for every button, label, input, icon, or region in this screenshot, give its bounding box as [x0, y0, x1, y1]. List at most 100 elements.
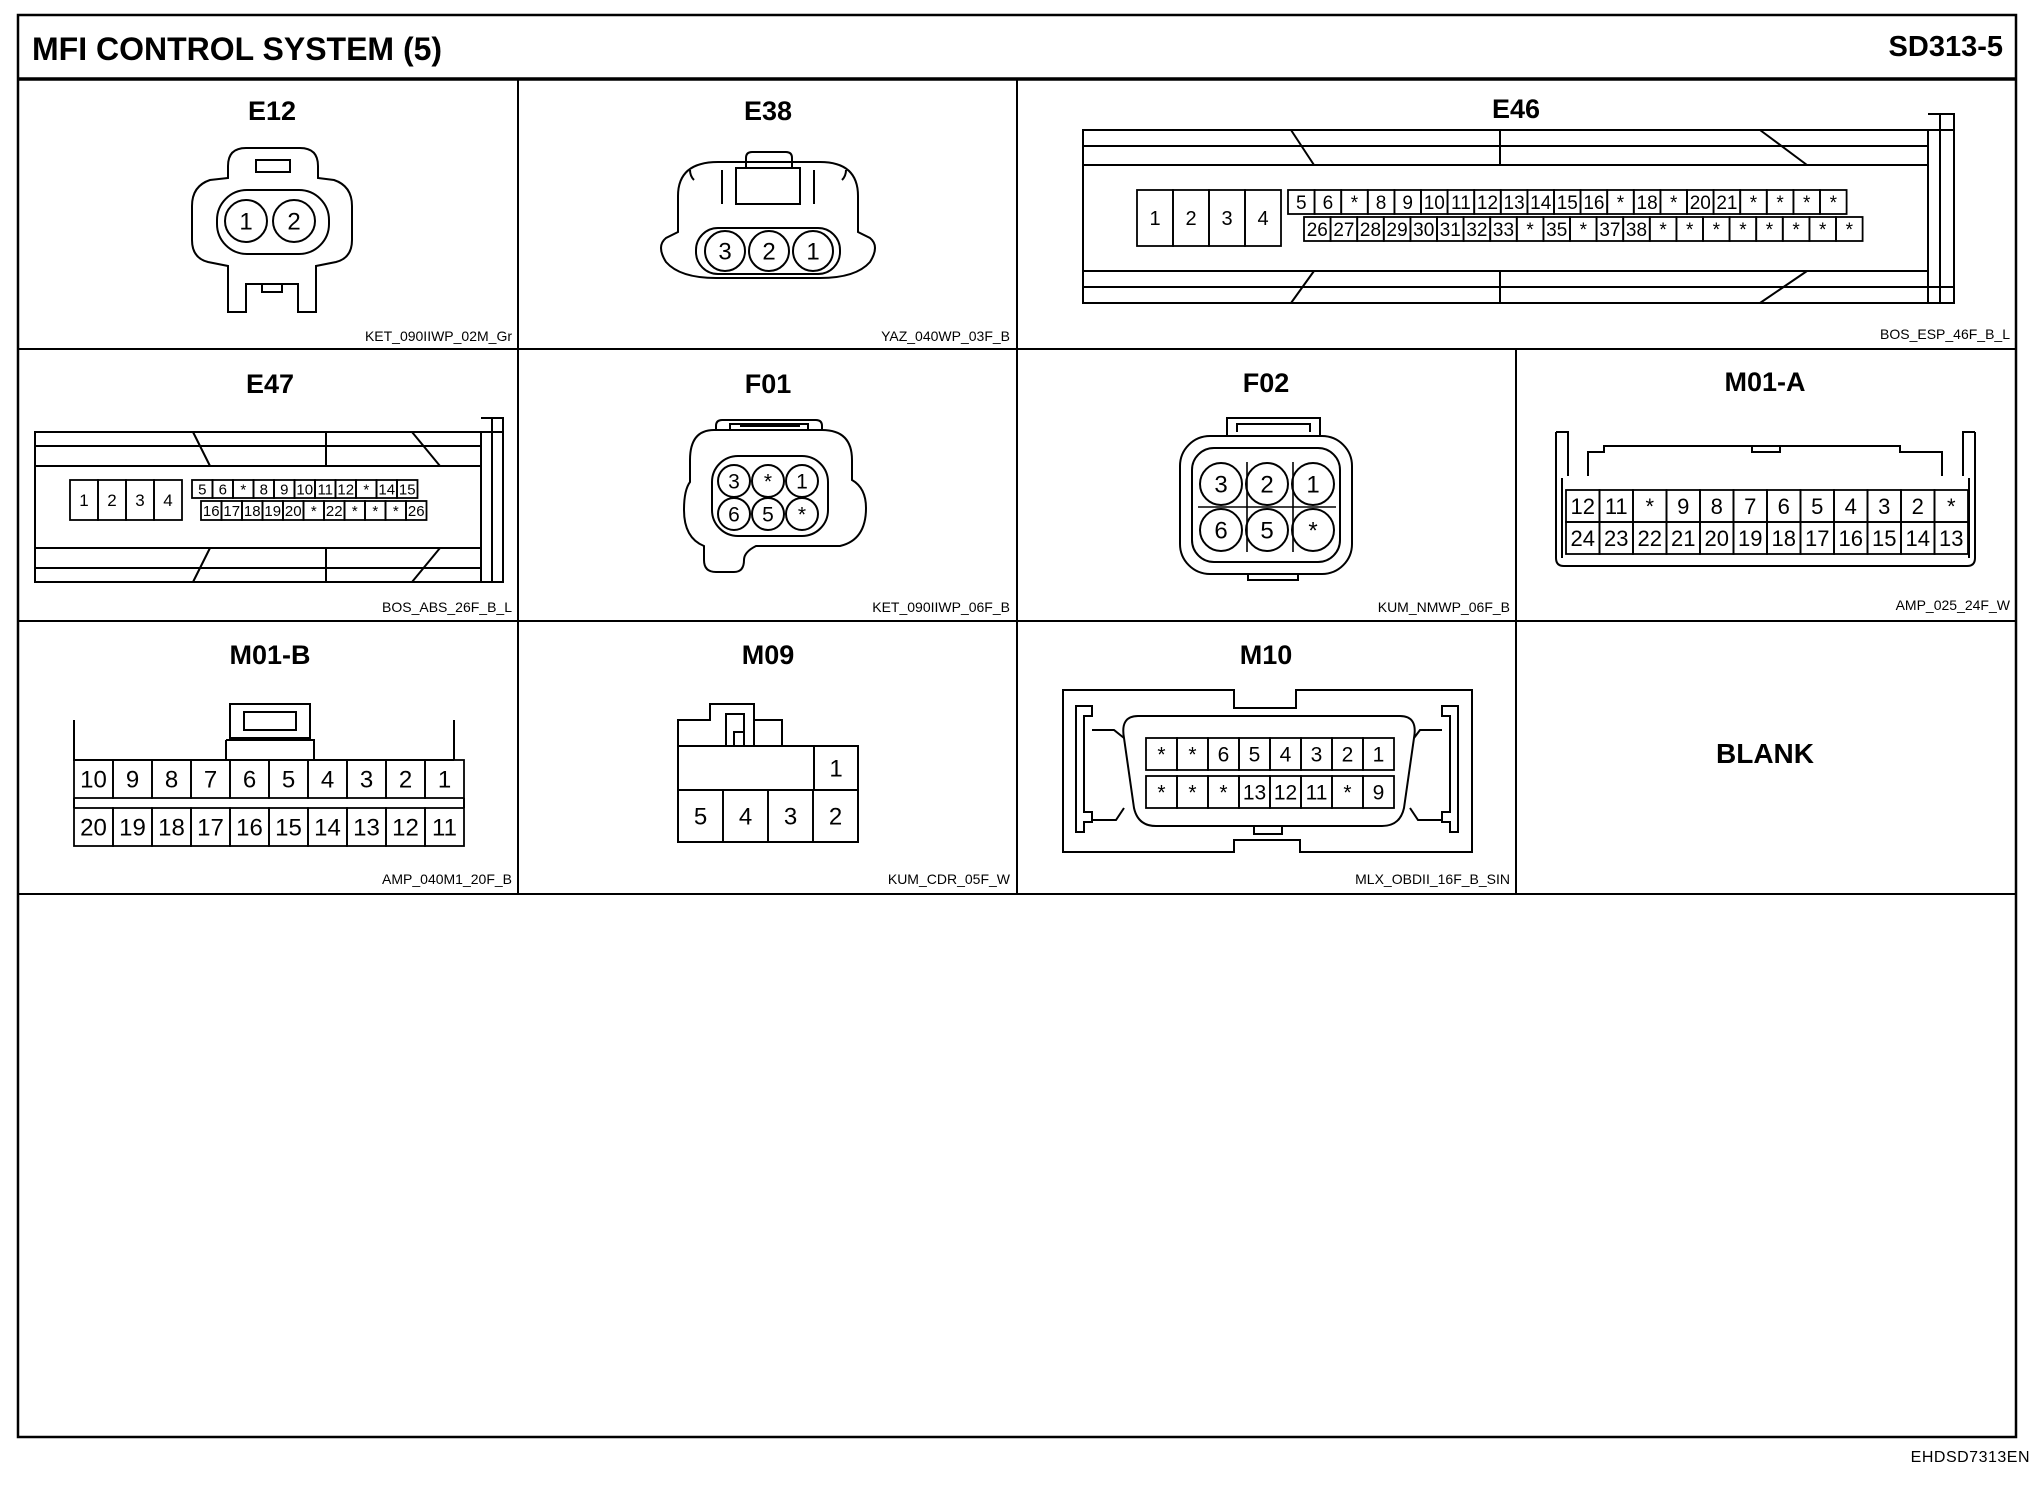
m01b-title: M01-B — [229, 640, 310, 670]
e46-pin-label: 37 — [1599, 220, 1620, 241]
e46-pin-label: 3 — [1221, 208, 1232, 230]
e47-pin-label: 10 — [296, 481, 313, 498]
f01-pin-label: * — [798, 504, 806, 527]
e47-pin-label: 1 — [79, 491, 88, 510]
e46-pin-label: 18 — [1637, 193, 1658, 214]
m01a-pin-cell — [1933, 521, 1969, 555]
m10-pin-label: 9 — [1373, 782, 1385, 805]
e46-pin-label: 31 — [1440, 220, 1461, 241]
m01b-pin-label: 10 — [80, 767, 107, 794]
f02-pin-cell — [1245, 508, 1289, 552]
e47-pin-label: 2 — [107, 491, 116, 510]
m01a-pin-label: 20 — [1705, 526, 1729, 551]
f01-pin-label: 3 — [728, 471, 740, 494]
e47-pin-label: 5 — [198, 481, 206, 498]
e46-part-number: BOS_ESP_46F_B_L — [1880, 326, 2010, 342]
sheet-frame — [16, 13, 2018, 1439]
e47-pin-label: 18 — [244, 503, 261, 520]
m10-pin-label: 11 — [1306, 782, 1328, 805]
e46-title: E46 — [1492, 94, 1540, 124]
f02-pin-label: 6 — [1214, 518, 1227, 545]
e46-pin-label: * — [1580, 220, 1588, 241]
m01b-pin-label: 7 — [204, 767, 217, 794]
e47-title: E47 — [246, 369, 294, 399]
e47-pin-label: * — [352, 503, 358, 520]
e46-pin-label: 14 — [1530, 193, 1552, 214]
e12-pin-label: 2 — [287, 209, 300, 236]
m10-pin-label: 4 — [1280, 744, 1292, 767]
e46-pin-label: * — [1803, 193, 1811, 214]
e47-pin-label: 26 — [408, 503, 425, 520]
m10-pin-label: 12 — [1274, 782, 1297, 805]
f01-title: F01 — [745, 369, 792, 399]
f01-pin-label: 5 — [762, 504, 774, 527]
e46-pin-label: 29 — [1387, 220, 1408, 241]
f02-pin-cell — [1291, 508, 1335, 552]
m10-pin-cell — [1362, 775, 1395, 809]
m01a-part-number: AMP_025_24F_W — [1896, 597, 2011, 613]
e47-pin-label: * — [363, 481, 369, 498]
e46-pin-label: 20 — [1690, 193, 1711, 214]
e38-pin-cell — [748, 230, 790, 272]
e46-pin-label: 12 — [1477, 193, 1498, 214]
f02-connector — [1179, 417, 1353, 581]
f02-pin-cell — [1245, 462, 1289, 506]
e46-pin-label: * — [1670, 193, 1678, 214]
m01a-pin-label: 13 — [1939, 526, 1963, 551]
m01b-pin-cell — [424, 807, 465, 847]
e46-pin-label: 33 — [1493, 220, 1514, 241]
e47-pin-label: 4 — [163, 491, 172, 510]
m01b-pin-label: 11 — [432, 815, 457, 842]
m09-part-number: KUM_CDR_05F_W — [888, 871, 1011, 887]
m10-title: M10 — [1240, 640, 1293, 670]
e46-connector — [1082, 113, 1955, 304]
e46-pin-label: 5 — [1296, 193, 1307, 214]
f02-pin-cell — [1199, 462, 1243, 506]
m01a-pin-label: 12 — [1571, 494, 1595, 519]
e38-pin-label: 1 — [806, 239, 819, 266]
f02-pin-label: 3 — [1214, 472, 1227, 499]
m01b-pin-label: 15 — [275, 815, 302, 842]
e46-pin-label: 8 — [1376, 193, 1387, 214]
e47-pin-cell — [153, 479, 183, 521]
e12-connector — [191, 147, 353, 313]
m01b-pin-label: 14 — [314, 815, 341, 842]
e46-pin-cell — [1835, 216, 1864, 242]
m01a-connector — [1555, 431, 1976, 567]
page-title: MFI CONTROL SYSTEM (5) — [32, 31, 442, 67]
m01a-pin-label: 4 — [1845, 494, 1857, 519]
m01a-pin-label: 8 — [1711, 494, 1723, 519]
f02-title: F02 — [1243, 368, 1290, 398]
e47-pin-label: 19 — [264, 503, 281, 520]
e46-pin-label: * — [1351, 193, 1359, 214]
m01a-pin-label: 21 — [1671, 526, 1695, 551]
e12-title: E12 — [248, 96, 296, 126]
e46-pin-cell — [1819, 189, 1848, 215]
f02-part-number: KUM_NMWP_06F_B — [1378, 599, 1510, 615]
e38-part-number: YAZ_040WP_03F_B — [881, 328, 1010, 344]
e46-pin-label: * — [1819, 220, 1827, 241]
e47-connector — [34, 417, 504, 583]
f02-pin-label: * — [1308, 518, 1317, 545]
e38-connector — [660, 151, 876, 279]
m10-pin-label: 6 — [1218, 744, 1230, 767]
e46-pin-label: * — [1686, 220, 1694, 241]
m09-pin-label: 4 — [739, 804, 752, 831]
e47-pin-label: 11 — [317, 481, 333, 498]
m01a-pin-label: 23 — [1604, 526, 1628, 551]
e46-pin-label: * — [1526, 220, 1534, 241]
e46-pin-label: 13 — [1504, 193, 1525, 214]
e46-pin-label: 30 — [1413, 220, 1434, 241]
e46-pin-label: * — [1713, 220, 1721, 241]
m01b-pin-label: 3 — [360, 767, 373, 794]
e12-part-number: KET_090IIWP_02M_Gr — [365, 328, 512, 344]
e47-pin-label: 8 — [260, 481, 268, 498]
m01a-pin-label: 17 — [1805, 526, 1829, 551]
m01a-pin-label: 2 — [1912, 494, 1924, 519]
m10-pin-label: 13 — [1243, 782, 1266, 805]
e46-pin-label: 32 — [1466, 220, 1487, 241]
f01-pin-cell — [717, 497, 751, 531]
m10-pin-label: 2 — [1342, 744, 1354, 767]
